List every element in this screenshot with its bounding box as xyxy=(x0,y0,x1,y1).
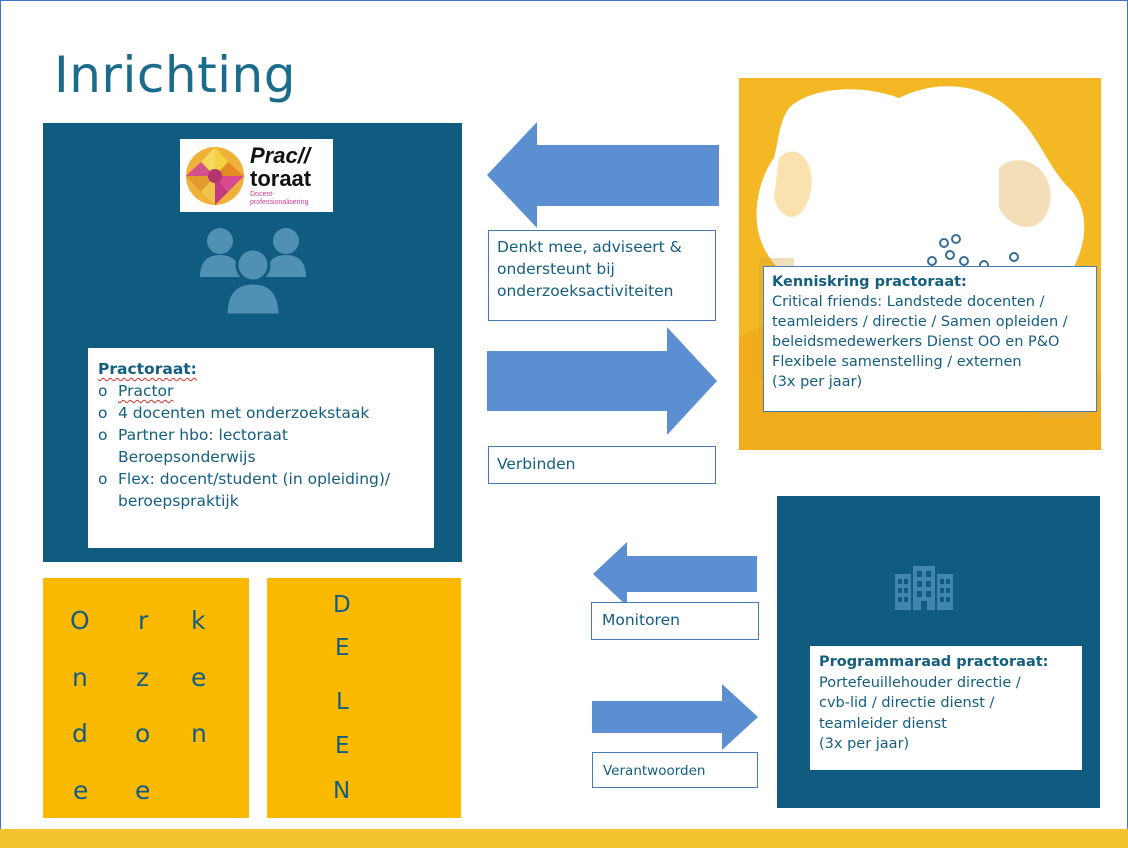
onderzoeken-letter: n xyxy=(72,663,88,692)
kenniskring-line: Flexibele samenstelling / externen xyxy=(772,354,1022,370)
verbinden-label: Verbinden xyxy=(488,446,716,484)
delen-letter: L xyxy=(336,689,349,715)
slide-title: Inrichting xyxy=(54,46,296,104)
arrow-left-bottom-icon xyxy=(593,542,757,606)
list-item: 4 docenten met onderzoekstaak xyxy=(98,402,424,424)
onderzoeken-letter: e xyxy=(191,663,207,692)
monitoren-label: Monitoren xyxy=(591,602,759,640)
practoraat-heading: Practoraat: xyxy=(98,360,197,378)
onderzoeken-letter: k xyxy=(191,606,206,635)
practoraat-card: Practoraat: Practor 4 docenten met onder… xyxy=(88,348,434,548)
arrow-left-top-icon xyxy=(487,122,719,228)
bottom-accent-bar xyxy=(0,829,1128,848)
kenniskring-line: (3x per jaar) xyxy=(772,374,863,390)
onderzoeken-letter: O xyxy=(70,606,90,635)
onderzoeken-letter: o xyxy=(135,719,151,748)
verantwoorden-label: Verantwoorden xyxy=(592,752,758,788)
kenniskring-line: beleidsmedewerkers Dienst OO en P&O xyxy=(772,334,1060,350)
list-item: Partner hbo: lectoraat Beroepsonderwijs xyxy=(98,424,424,468)
onderzoeken-letter: e xyxy=(135,776,151,805)
practoraat-list: Practor 4 docenten met onderzoekstaak Pa… xyxy=(98,380,424,512)
logo-line-3: Docent-professionalisering xyxy=(250,191,309,206)
delen-letter: E xyxy=(335,635,350,661)
building-icon xyxy=(895,566,953,610)
delen-box xyxy=(267,578,461,818)
programmaraad-card: Programmaraad practoraat: Portefeuilleho… xyxy=(810,646,1082,770)
kenniskring-card: Kenniskring practoraat: Critical friends… xyxy=(763,266,1097,412)
programmaraad-heading: Programmaraad practoraat: xyxy=(819,654,1049,670)
delen-letter: N xyxy=(333,778,351,804)
delen-letter: D xyxy=(333,592,351,618)
kenniskring-line: teamleiders / directie / Samen opleiden … xyxy=(772,314,1068,330)
people-group-icon xyxy=(200,228,306,317)
list-item: Flex: docent/student (in opleiding)/ ber… xyxy=(98,468,424,512)
onderzoeken-letter: z xyxy=(136,663,150,692)
logo-emblem-icon xyxy=(186,147,244,205)
logo-line-1: Prac// xyxy=(250,143,310,168)
map-pin-icon xyxy=(927,234,1019,270)
programmaraad-line: (3x per jaar) xyxy=(819,736,910,752)
programmaraad-panel: Programmaraad practoraat: Portefeuilleho… xyxy=(777,496,1100,808)
kenniskring-image: Kenniskring practoraat: Critical friends… xyxy=(739,78,1101,450)
arrow-right-top-icon xyxy=(487,327,717,435)
onderzoeken-box xyxy=(43,578,249,818)
onderzoeken-letter: d xyxy=(72,719,88,748)
programmaraad-line: Portefeuillehouder directie / xyxy=(819,674,1021,691)
practoraat-panel: Prac// toraat Docent-professionalisering… xyxy=(43,123,462,562)
practoraat-logo: Prac// toraat Docent-professionalisering xyxy=(180,139,333,212)
list-item: Practor xyxy=(98,380,424,402)
arrow-right-bottom-icon xyxy=(592,684,758,750)
kenniskring-heading: Kenniskring practoraat: xyxy=(772,274,967,290)
logo-line-2: toraat xyxy=(250,166,312,191)
delen-letter: E xyxy=(335,733,350,759)
onderzoeken-letter: n xyxy=(191,719,207,748)
onderzoeken-letter: e xyxy=(73,776,89,805)
kenniskring-line: Critical friends: Landstede docenten / xyxy=(772,294,1045,310)
programmaraad-line: teamleider dienst xyxy=(819,715,947,732)
onderzoeken-letter: r xyxy=(138,606,149,635)
programmaraad-line: cvb-lid / directie dienst / xyxy=(819,695,995,711)
denkt-mee-label: Denkt mee, adviseert & ondersteunt bij o… xyxy=(488,230,716,321)
